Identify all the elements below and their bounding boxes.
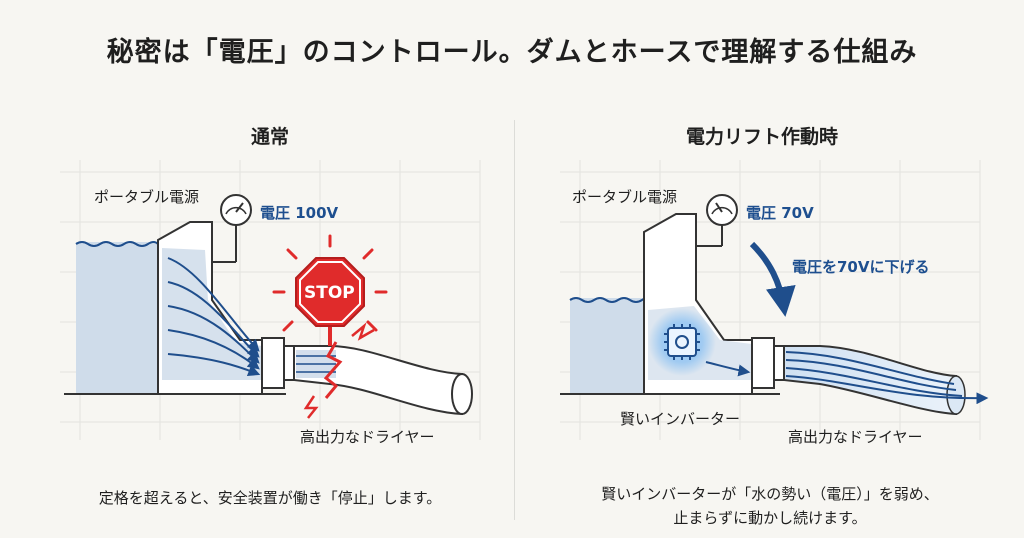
left-flow-arrows (167, 257, 261, 377)
left-reservoir-water (76, 242, 158, 394)
left-dryer-label: 高出力なドライヤー (300, 428, 435, 446)
right-voltage-label: 電圧 70V (746, 204, 814, 222)
right-caption-line1: 賢いインバーターが「水の勢い（電圧）」を弱め、 (601, 485, 939, 503)
left-crack-icon (323, 341, 343, 399)
right-connector (751, 337, 775, 389)
voltage-down-arrow-icon (749, 241, 796, 317)
voltage-down-label: 電圧を70Vに下げる (792, 258, 930, 276)
right-hose-flow-arrows (785, 351, 989, 405)
right-caption: 賢いインバーターが「水の勢い（電圧）」を弱め、 止まらずに動かし続けます。 (540, 482, 1000, 530)
right-panel-heading: 電力リフト作動時 (685, 126, 838, 148)
stop-sign-text: STOP (304, 283, 355, 303)
left-caption: 定格を超えると、安全装置が働き「停止」します。 (98, 489, 442, 507)
right-power-label: ポータブル電源 (572, 188, 678, 206)
right-flow-arrows (705, 361, 751, 377)
left-voltage-label: 電圧 100V (260, 204, 339, 222)
right-reservoir-water (570, 298, 644, 394)
stop-sign-icon (272, 234, 388, 346)
left-voltage-gauge-icon (220, 194, 252, 226)
left-water-surface (75, 241, 159, 247)
inverter-label: 賢いインバーター (620, 410, 741, 428)
inverter-chip-icon (664, 324, 700, 360)
panel-divider (514, 120, 515, 520)
left-power-label: ポータブル電源 (94, 188, 200, 206)
right-caption-line2: 止まらずに動かし続けます。 (673, 509, 867, 527)
left-hose-nozzle (451, 373, 473, 415)
left-panel-heading: 通常 (250, 126, 289, 148)
page-title: 秘密は「電圧」のコントロール。ダムとホースで理解する仕組み (106, 37, 918, 68)
left-connector (261, 337, 285, 389)
right-dryer-label: 高出力なドライヤー (788, 428, 923, 446)
right-water-surface (569, 297, 648, 303)
right-voltage-gauge-icon (706, 194, 738, 226)
left-dam-flow-fill (162, 248, 262, 380)
